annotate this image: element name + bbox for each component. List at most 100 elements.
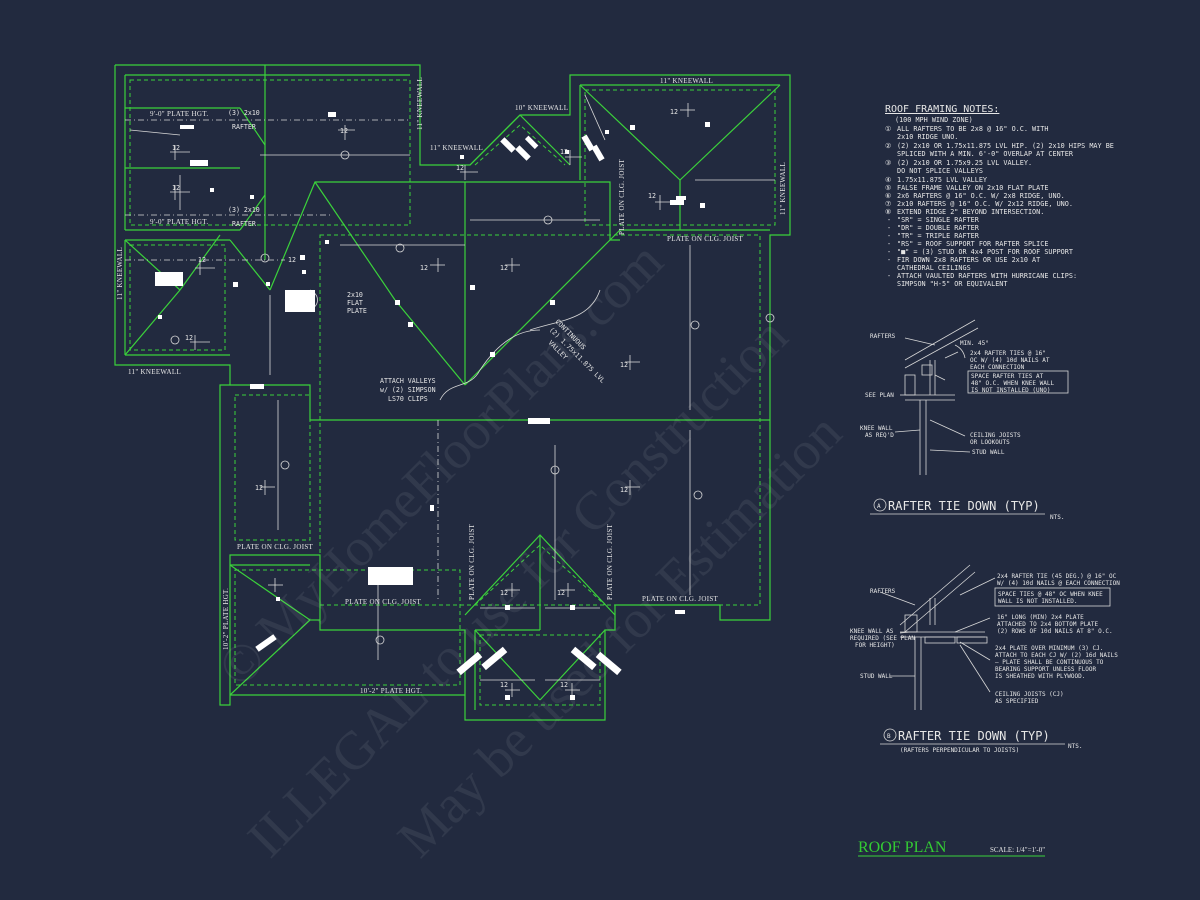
svg-text:12: 12 [420,264,428,272]
note-line: 2x10 RAFTERS @ 16" O.C. W/ 2x12 RIDGE, U… [897,200,1073,208]
svg-text:④: ④ [885,176,891,184]
svg-text:REQUIRED (SEE PLAN: REQUIRED (SEE PLAN [850,635,915,642]
detail-a-rafter-tie-down: RAFTERS MIN. 45° 2x4 RAFTER TIES @ 16" O… [860,319,1069,521]
svg-text:OC W/ (4) 10d NAILS AT: OC W/ (4) 10d NAILS AT [970,357,1050,364]
note-line: "DR" = DOUBLE RAFTER [897,224,980,232]
svg-text:12: 12 [500,589,508,597]
detail-b-rafter-tie-down: RAFTERS 2x4 RAFTER TIE (45 DEG.) @ 16" O… [850,564,1120,754]
flat-plate-label-2: FLAT [347,299,363,307]
kneewall-label-vertical-right: 11" KNEEWALL [779,162,787,215]
note-line: "■" = (3) STUD OR 4x4 POST FOR ROOF SUPP… [897,248,1073,256]
svg-text:NTS.: NTS. [1068,743,1082,750]
svg-text:KNEE WALL: KNEE WALL [860,425,893,432]
svg-text:12: 12 [288,256,296,264]
plate-joist-label-vertical-gable-right: PLATE ON CLG. JOIST [606,523,614,600]
note-line: ALL RAFTERS TO BE 2x8 @ 16" O.C. WITH [897,125,1048,133]
note-line: FALSE FRAME VALLEY ON 2x10 FLAT PLATE [897,184,1048,192]
attach-valleys-label-3: LS70 CLIPS [388,395,428,403]
note-line: 2x6 RAFTERS @ 16" O.C. W/ 2x8 RIDGE, UNO… [897,192,1065,200]
svg-text:12: 12 [185,334,193,342]
note-line: DO NOT SPLICE VALLEYS [897,167,983,175]
detail-b-title: RAFTER TIE DOWN (TYP) [898,729,1050,743]
note-line: FIR DOWN 2x8 RAFTERS OR USE 2x10 AT [897,256,1040,264]
svg-text:12: 12 [620,361,628,369]
svg-text:FOR HEIGHT): FOR HEIGHT) [855,642,895,649]
svg-text:KNEE WALL AS: KNEE WALL AS [850,628,894,635]
plate-height-label-middle: 9'-0" PLATE HGT. [150,218,208,226]
detail-a-title: RAFTER TIE DOWN (TYP) [888,499,1040,513]
svg-text:RAFTERS: RAFTERS [870,588,896,595]
svg-text:NTS.: NTS. [1050,514,1064,521]
svg-text:WALL IS NOT INSTALLED.: WALL IS NOT INSTALLED. [998,598,1077,605]
flat-plate-label-3: PLATE [347,307,367,315]
plate-lines [129,79,776,706]
kneewall-label-top-right: 11" KNEEWALL [660,77,713,85]
notes-heading: ROOF FRAMING NOTES: [885,104,999,115]
svg-text:⑤: ⑤ [885,184,891,192]
svg-text:B: B [887,733,891,740]
note-line: SIMPSON "H-5" OR EQUIVALENT [897,280,1008,288]
rafter-label-middle: RAFTER [232,220,256,228]
svg-text:A: A [877,503,881,510]
plan-title: ROOF PLAN [858,839,947,856]
svg-text:(2) ROWS OF 10d NAILS AT 8" O.: (2) ROWS OF 10d NAILS AT 8" O.C. [997,628,1113,635]
note-line: SPLICED WITH A MIN. 6'-0" OVERLAP AT CEN… [897,150,1074,158]
note-line: 1.75x11.875 LVL VALLEY [897,176,987,184]
svg-text:12: 12 [172,144,180,152]
svg-text:2x4 RAFTER TIES @ 16": 2x4 RAFTER TIES @ 16" [970,350,1046,357]
svg-text:⑦: ⑦ [885,200,891,208]
svg-text:12: 12 [560,148,568,156]
svg-text:-: - [887,224,891,232]
svg-text:STUD WALL: STUD WALL [972,449,1005,456]
pitch-labels: 12 12 12 12 12 12 12 12 12 12 12 12 12 1… [172,108,678,689]
svg-text:-: - [887,240,891,248]
svg-text:EACH CONNECTION: EACH CONNECTION [970,364,1025,371]
kneewall-label-10: 10" KNEEWALL [515,104,568,112]
svg-text:12: 12 [340,127,348,135]
rafter-label-top: RAFTER [232,123,256,131]
rafter-count-middle: (3) 2x10 [228,206,260,214]
note-line: (2) 2x10 OR 1.75x11.875 LVL HIP. (2) 2x1… [897,142,1114,150]
svg-text:12: 12 [500,681,508,689]
svg-text:①: ① [885,125,891,133]
svg-text:SEE PLAN: SEE PLAN [865,392,894,399]
svg-text:RAFTERS: RAFTERS [870,333,896,340]
svg-text:— PLATE SHALL BE CONTINUOUS TO: — PLATE SHALL BE CONTINUOUS TO [995,659,1104,666]
svg-text:12: 12 [255,484,263,492]
plate-joist-label-vertical-gable-left: PLATE ON CLG. JOIST [468,523,476,600]
kneewall-label-bottom-left: 11" KNEEWALL [128,368,181,376]
plate-height-label-top: 9'-0" PLATE HGT. [150,110,208,118]
svg-text:12: 12 [560,681,568,689]
svg-text:16" LONG (MIN) 2x4 PLATE: 16" LONG (MIN) 2x4 PLATE [997,614,1084,621]
svg-text:2x4 PLATE OVER MINIMUM (3) CJ.: 2x4 PLATE OVER MINIMUM (3) CJ. [995,645,1103,652]
svg-text:BEARING SUPPORT UNLESS FLOOR: BEARING SUPPORT UNLESS FLOOR [995,666,1097,673]
note-tags [170,150,775,645]
svg-text:(RAFTERS PERPENDICULAR TO JOIS: (RAFTERS PERPENDICULAR TO JOISTS) [900,747,1019,754]
svg-text:-: - [887,248,891,256]
svg-text:AS SPECIFIED: AS SPECIFIED [995,698,1039,705]
flat-plate-label-1: 2x10 [347,291,363,299]
kneewall-label-vertical-left: 11" KNEEWALL [116,247,124,300]
svg-text:ATTACH TO EACH CJ W/ (2) 16d N: ATTACH TO EACH CJ W/ (2) 16d NAILS [995,652,1118,659]
plate-height-label-bottom: 10'-2" PLATE HGT. [360,687,422,695]
note-line: 2x10 RIDGE UNO. [897,133,958,141]
svg-text:-: - [887,272,891,280]
plate-joist-label-vertical-right: PLATE ON CLG. JOIST [618,158,626,235]
svg-text:W/ (4) 10d NAILS @ EACH CONNEC: W/ (4) 10d NAILS @ EACH CONNECTION [997,580,1120,587]
plan-scale: SCALE: 1/4"=1'-0" [990,846,1045,854]
svg-text:-: - [887,216,891,224]
attach-valleys-label-1: ATTACH VALLEYS [380,377,436,385]
svg-text:12: 12 [557,589,565,597]
svg-text:MIN. 45°: MIN. 45° [960,340,989,347]
plate-joist-label-right: PLATE ON CLG. JOIST [667,235,744,243]
svg-text:②: ② [885,142,891,150]
svg-text:⑧: ⑧ [885,208,891,216]
svg-text:12: 12 [620,486,628,494]
svg-text:12: 12 [172,184,180,192]
svg-text:12: 12 [198,256,206,264]
framing-lines [125,94,775,681]
note-line: "SR" = SINGLE RAFTER [897,216,980,224]
svg-text:48" O.C. WHEN KNEE WALL: 48" O.C. WHEN KNEE WALL [971,380,1054,387]
plate-joist-label-bottom: PLATE ON CLG. JOIST [345,598,422,606]
